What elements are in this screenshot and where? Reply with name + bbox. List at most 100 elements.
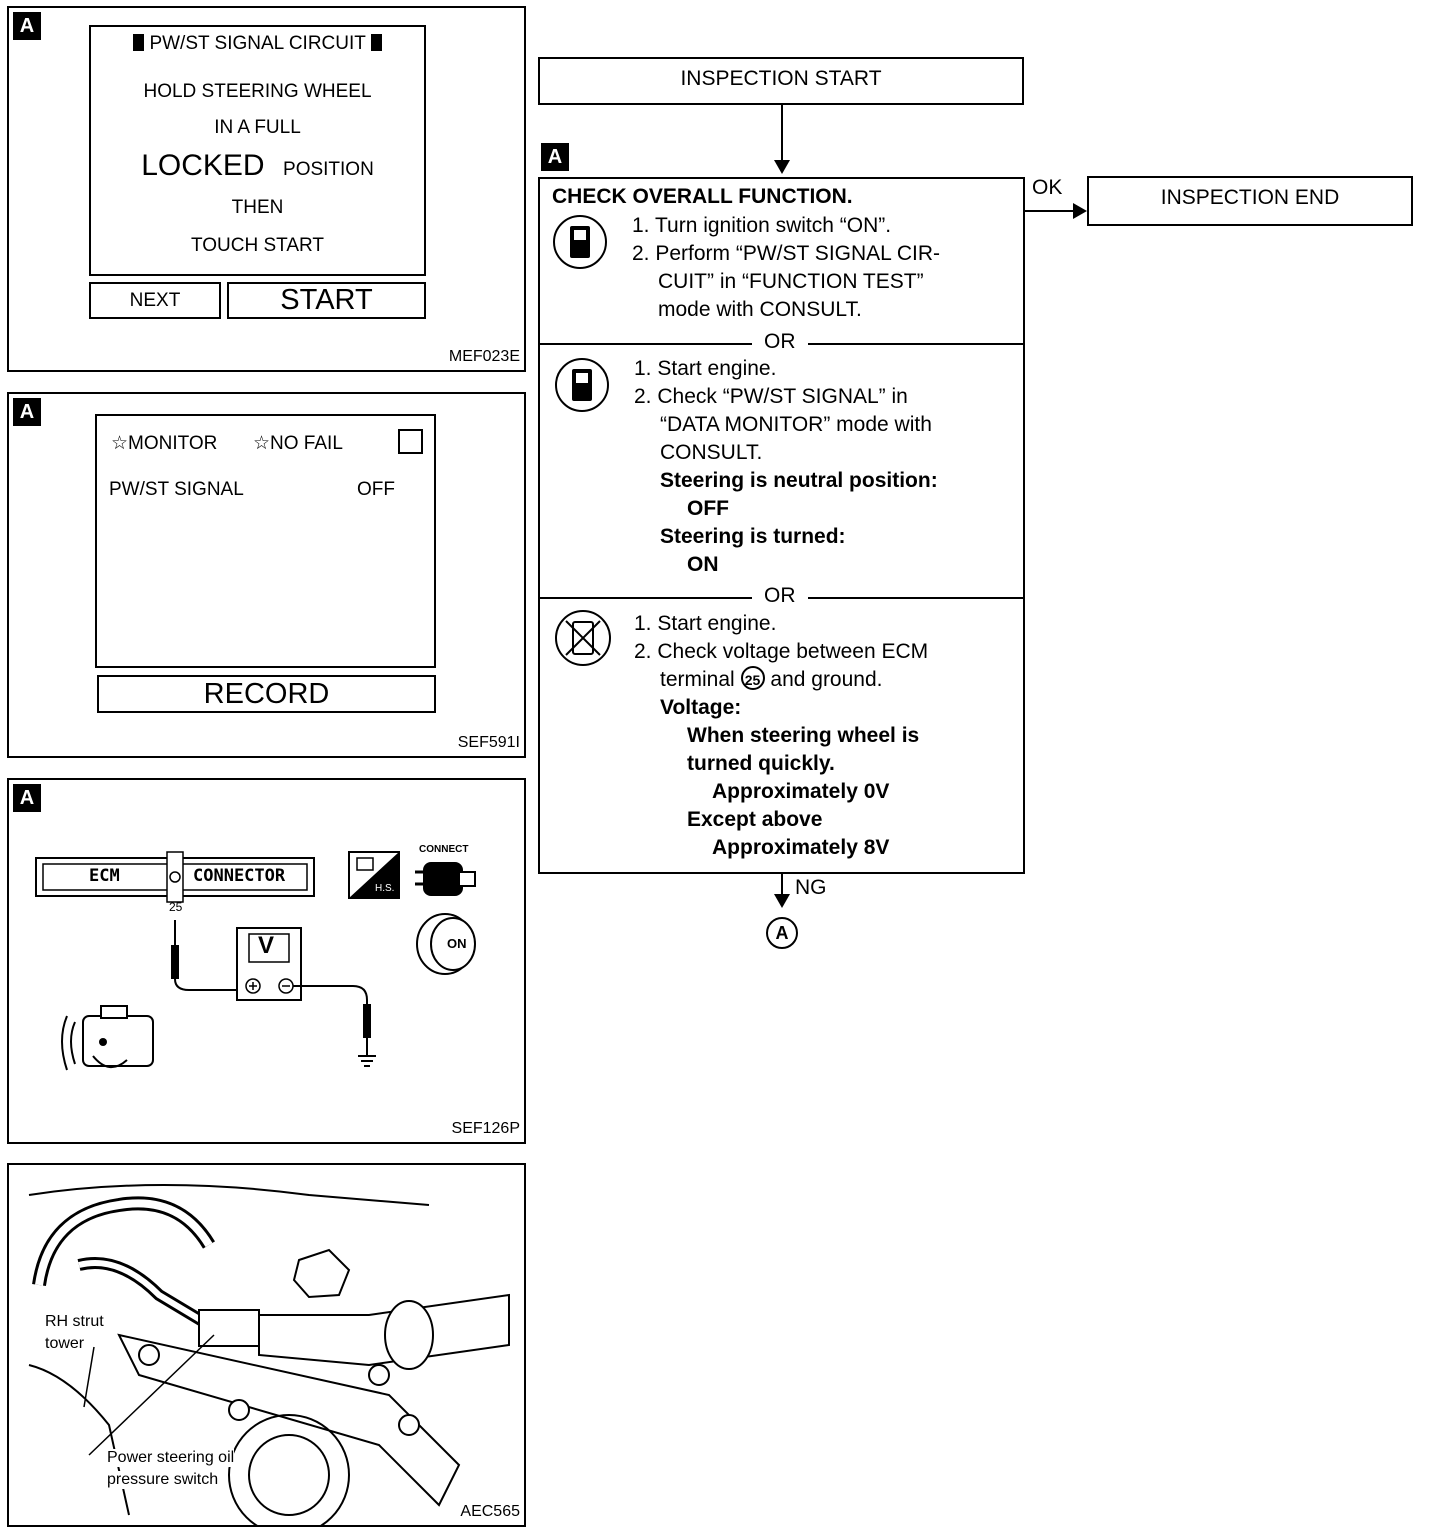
instruction-line-5: TOUCH START [190, 235, 324, 256]
or-label-2: OR [752, 584, 808, 608]
header-block-right-icon [370, 34, 382, 51]
sec2-on: ON [687, 553, 719, 576]
inspection-end-label: INSPECTION END [1160, 186, 1340, 209]
hs-icon [348, 851, 400, 899]
sec3-approx0: Approximately 0V [712, 780, 890, 803]
sec1-step2b: CUIT” in “FUNCTION TEST” [658, 270, 924, 293]
position-text: POSITION [283, 159, 374, 180]
no-consult-icon [555, 610, 611, 666]
ignition-on-label: ON [447, 936, 467, 951]
ecm-voltage-check-panel: A [7, 778, 526, 1144]
instruction-line-3: LOCKED POSITION [91, 149, 424, 183]
terminal-25-badge: 25 [740, 666, 765, 690]
start-button[interactable]: START [227, 282, 426, 319]
and-ground-text: and ground. [770, 668, 883, 691]
inspection-end-box: INSPECTION END [1087, 176, 1413, 226]
consult-function-test-panel: A PW/ST SIGNAL CIRCUIT HOLD STEERING WHE… [7, 6, 526, 372]
voltmeter-positive-jack [245, 978, 261, 994]
rh-strut-label-2: tower [45, 1335, 85, 1353]
negative-wire [293, 985, 368, 1008]
ignition-on-icon [416, 913, 476, 975]
connector-latch [166, 851, 184, 903]
sec3-when1: When steering wheel is [687, 724, 920, 747]
signal-value: OFF [357, 479, 395, 500]
connect-label: CONNECT [419, 844, 469, 855]
engine-bay-illustration-panel: RH strut tower Power steering oil pressu… [7, 1163, 526, 1527]
or-label-1: OR [752, 330, 808, 354]
sec3-approx8: Approximately 8V [712, 836, 890, 859]
record-checkbox[interactable] [398, 429, 423, 454]
engine-running-icon [61, 1005, 154, 1071]
figure-code: SEF126P [451, 1120, 520, 1137]
instruction-line-4: THEN [231, 197, 284, 218]
signal-name: PW/ST SIGNAL [109, 479, 244, 500]
sec3-except: Except above [687, 808, 823, 831]
locked-text: LOCKED [141, 149, 265, 182]
voltmeter-label: V [258, 932, 275, 959]
inspection-start-box: INSPECTION START [538, 57, 1024, 105]
sec1-step2c: mode with CONSULT. [658, 298, 862, 321]
sec3-step2b: terminal 25 and ground. [660, 666, 883, 694]
sec2-turned: Steering is turned: [660, 525, 846, 548]
voltmeter-display [248, 933, 290, 963]
no-fail-label: ☆NO FAIL [253, 433, 343, 454]
connector-label: CONNECTOR [193, 866, 286, 886]
sec2-step2b: “DATA MONITOR” mode with [660, 413, 932, 436]
figure-tag: A [13, 12, 41, 40]
connector-a-circle: A [766, 917, 798, 949]
consult-data-monitor-panel: A ☆MONITOR ☆NO FAIL PW/ST SIGNAL OFF REC… [7, 392, 526, 758]
pressure-switch-label-1: Power steering oil [107, 1449, 235, 1467]
arrow-start-to-check [781, 105, 783, 163]
ecm-label: ECM [89, 866, 120, 886]
arrow-ng [781, 874, 783, 898]
sec3-step2a: 2. Check voltage between ECM [634, 640, 929, 663]
ecm-connector-diagram [35, 851, 476, 1071]
ok-label: OK [1032, 176, 1063, 199]
arrow-ok [1025, 210, 1075, 212]
figure-code: AEC565 [460, 1503, 520, 1521]
screen-header-text: PW/ST SIGNAL CIRCUIT [149, 33, 366, 54]
arrowhead-down [774, 894, 790, 908]
check-title: CHECK OVERALL FUNCTION. [552, 185, 853, 208]
probe-positive-tip [171, 945, 179, 979]
record-button[interactable]: RECORD [97, 675, 436, 713]
probe-negative-tip [363, 1004, 371, 1038]
next-button[interactable]: NEXT [89, 282, 221, 319]
ng-label: NG [795, 876, 827, 899]
consult-screen: PW/ST SIGNAL CIRCUIT HOLD STEERING WHEEL… [89, 25, 426, 276]
screen-header: PW/ST SIGNAL CIRCUIT [91, 33, 424, 55]
figure-code: SEF591I [457, 734, 520, 751]
instruction-line-2: IN A FULL [214, 117, 301, 138]
engine-bay-illustration [28, 1184, 510, 1525]
instruction-line-1: HOLD STEERING WHEEL [143, 81, 372, 102]
figure-tag: A [13, 784, 41, 812]
figure-code: MEF023E [448, 348, 520, 365]
sec1-step2a: 2. Perform “PW/ST SIGNAL CIR- [632, 242, 941, 265]
fitting-nut [292, 1248, 351, 1299]
bracket [117, 1333, 461, 1507]
positive-wire [174, 978, 245, 991]
sec3-voltage: Voltage: [660, 696, 742, 719]
hs-label: H.S. [375, 883, 395, 894]
arrowhead-down [774, 160, 790, 174]
terminal-number: 25 [169, 900, 183, 914]
sec2-off: OFF [687, 497, 729, 520]
flow-tag: A [541, 143, 569, 171]
sec2-neutral: Steering is neutral position: [660, 469, 938, 492]
terminal-25-pin [169, 871, 181, 883]
arrowhead-right [1073, 203, 1087, 219]
rh-strut-leader [83, 1346, 95, 1408]
strut-top-mount [228, 1414, 350, 1525]
header-block-left-icon [133, 34, 145, 51]
inspection-start-label: INSPECTION START [680, 67, 882, 90]
sec2-step2c: CONSULT. [660, 441, 763, 464]
sec1-step1: 1. Turn ignition switch “ON”. [632, 214, 892, 237]
sec2-step2a: 2. Check “PW/ST SIGNAL” in [634, 385, 908, 408]
sec3-when2: turned quickly. [687, 752, 835, 775]
connect-icon [415, 862, 476, 896]
consult-icon [553, 215, 607, 269]
power-steering-pipe [258, 1293, 510, 1367]
pressure-switch-leader [88, 1334, 215, 1456]
consult-icon [555, 358, 609, 412]
pressure-switch-label-2: pressure switch [107, 1471, 219, 1489]
